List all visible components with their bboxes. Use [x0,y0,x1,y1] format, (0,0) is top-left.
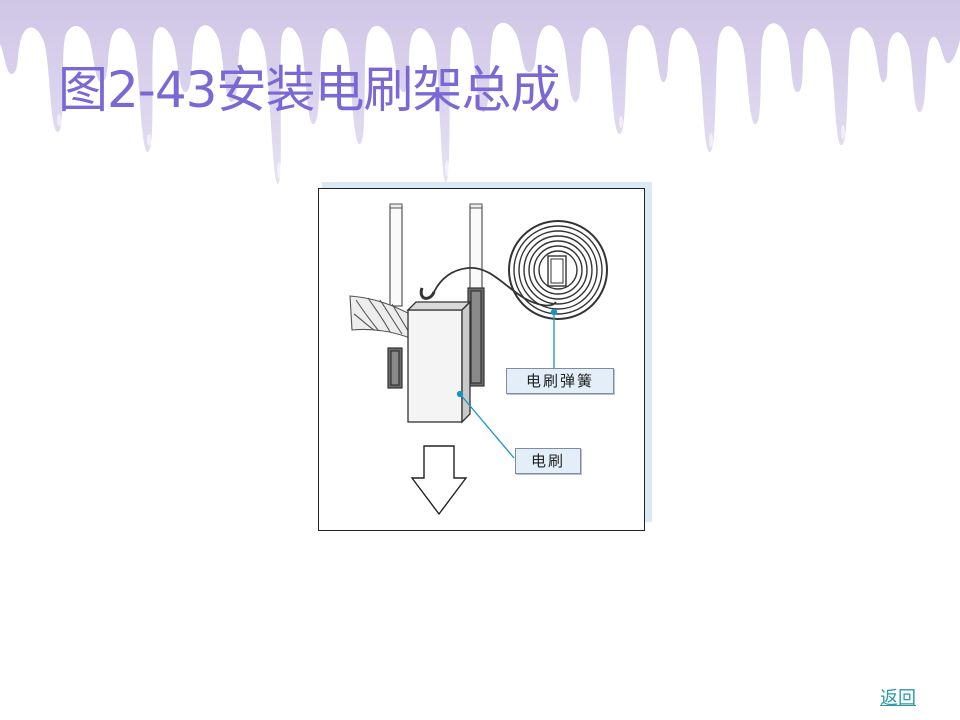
coil-spring [508,220,608,320]
brush-label: 电刷 [515,448,581,474]
back-link[interactable]: 返回 [880,688,916,709]
guide-rods [389,205,483,307]
lead-wire [349,295,415,339]
slide-title: 图2-43安装电刷架总成 [58,61,560,119]
spring-label: 电刷弹簧 [506,368,614,394]
spring-wire [420,267,557,307]
callout-lines [456,308,558,459]
brush-body [406,300,472,424]
brush-holder-diagram [349,203,608,516]
down-arrow [410,445,468,516]
drip-background [0,0,960,200]
